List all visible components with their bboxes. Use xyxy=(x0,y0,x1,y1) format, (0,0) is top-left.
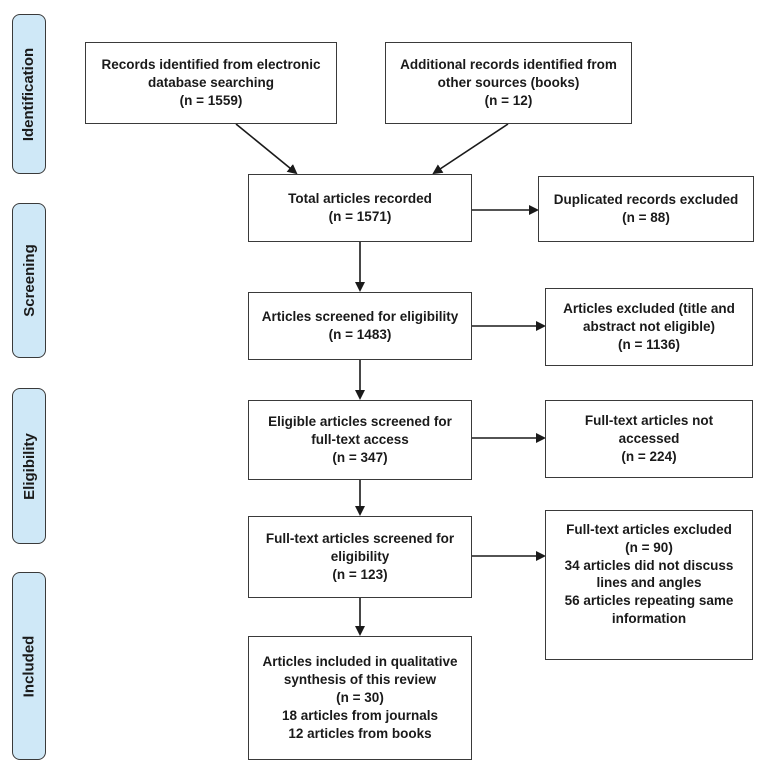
box-line: (n = 347) xyxy=(332,449,388,465)
box-line: information xyxy=(611,611,687,627)
box-line: 18 articles from journals xyxy=(281,707,439,723)
arrow-other-to-total xyxy=(432,123,509,175)
box-line: (n = 1571) xyxy=(328,209,392,224)
box-not-accessed: Full-text articles not accessed (n = 224… xyxy=(545,400,753,478)
phase-included: Included xyxy=(12,572,46,760)
box-line: Articles included in qualitative xyxy=(262,654,458,670)
box-line: lines and angles xyxy=(596,575,702,591)
box-line: Full-text articles excluded xyxy=(566,522,732,537)
box-line: Additional records identified from xyxy=(400,57,617,73)
box-line: Full-text articles screened for xyxy=(265,531,455,547)
box-fulltext-screened: Full-text articles screened for eligibil… xyxy=(248,516,472,598)
box-line: 12 articles from books xyxy=(288,725,432,741)
phase-eligibility: Eligibility xyxy=(12,388,46,544)
box-fulltext-access: Eligible articles screened for full-text… xyxy=(248,400,472,480)
box-total-articles: Total articles recorded (n = 1571) xyxy=(248,174,472,242)
box-line: Full-text articles not xyxy=(584,413,714,429)
arrow-database-to-total xyxy=(235,123,298,175)
box-title-abstract-excluded: Articles excluded (title and abstract no… xyxy=(545,288,753,366)
box-line: abstract not eligible) xyxy=(582,319,716,335)
box-line: eligibility xyxy=(330,549,390,565)
box-line: (n = 12) xyxy=(484,92,533,108)
box-screened-eligibility: Articles screened for eligibility (n = 1… xyxy=(248,292,472,360)
box-line: Duplicated records excluded xyxy=(553,192,739,208)
box-line: Articles excluded (title and xyxy=(563,301,735,317)
box-included-synthesis: Articles included in qualitative synthes… xyxy=(248,636,472,760)
box-line: (n = 1136) xyxy=(618,336,680,352)
box-line: (n = 224) xyxy=(621,448,677,464)
box-line: (n = 1483) xyxy=(328,327,392,342)
box-duplicates-excluded: Duplicated records excluded (n = 88) xyxy=(538,176,754,242)
box-line: (n = 90) xyxy=(625,539,673,555)
box-line: (n = 1559) xyxy=(179,92,243,108)
box-fulltext-excluded: Full-text articles excluded (n = 90) 34 … xyxy=(545,510,753,660)
box-line: accessed xyxy=(618,431,680,447)
box-line: other sources (books) xyxy=(437,75,580,91)
box-other-sources: Additional records identified from other… xyxy=(385,42,632,124)
phase-screening: Screening xyxy=(12,203,46,358)
box-line: Records identified from electronic xyxy=(101,57,321,73)
box-line: (n = 88) xyxy=(622,210,670,225)
box-line: full-text access xyxy=(311,432,409,448)
box-line: 34 articles did not discuss xyxy=(564,557,734,573)
phase-identification: Identification xyxy=(12,14,46,174)
box-line: Articles screened for eligibility xyxy=(261,309,459,325)
box-line: Eligible articles screened for xyxy=(268,414,452,430)
box-line: (n = 123) xyxy=(332,566,388,582)
box-line: (n = 30) xyxy=(336,690,384,706)
box-line: 56 articles repeating same xyxy=(564,593,734,609)
box-line: Total articles recorded xyxy=(288,191,432,207)
box-database-records: Records identified from electronic datab… xyxy=(85,42,337,124)
box-line: synthesis of this review xyxy=(283,672,437,688)
box-line: database searching xyxy=(147,75,275,91)
